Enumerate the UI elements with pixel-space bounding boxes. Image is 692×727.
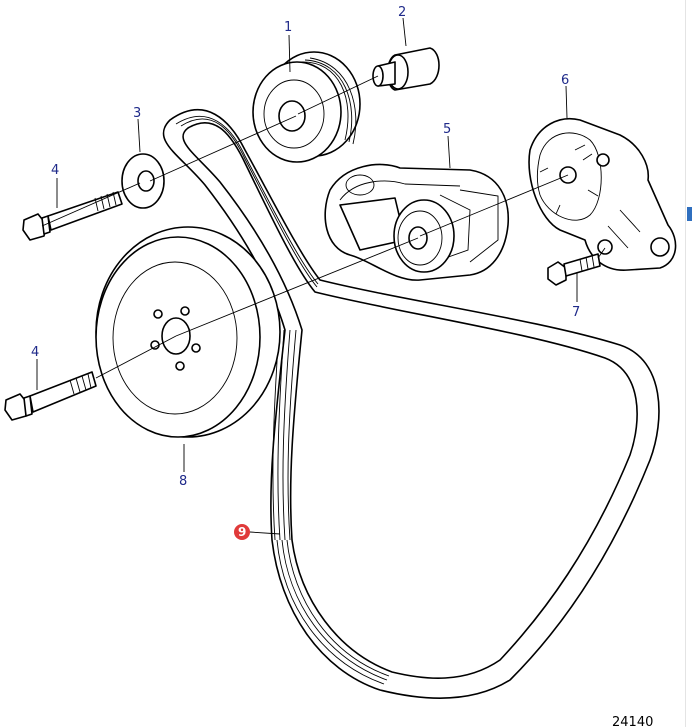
callout-8[interactable]: 8 — [179, 474, 187, 489]
callout-5[interactable]: 5 — [443, 122, 451, 137]
callout-9[interactable]: 9 — [238, 525, 246, 539]
callout-7[interactable]: 7 — [572, 305, 580, 320]
bolt-upper[interactable] — [22, 191, 123, 241]
belt-tensioner[interactable] — [324, 163, 510, 281]
idler-pulley[interactable] — [252, 51, 361, 163]
bracket-bolt[interactable] — [547, 253, 601, 286]
scroll-indicator — [687, 207, 692, 221]
crankshaft-pulley[interactable] — [95, 226, 281, 438]
spacer-sleeve[interactable] — [372, 47, 440, 91]
callout-6[interactable]: 6 — [561, 73, 569, 88]
bolt-lower[interactable] — [4, 371, 97, 421]
drive-belt[interactable] — [162, 108, 660, 699]
window-edge — [685, 0, 686, 727]
callout-1[interactable]: 1 — [284, 20, 292, 35]
drawing-number: 24140 — [612, 715, 653, 727]
tensioner-bracket[interactable] — [528, 118, 677, 271]
washer[interactable] — [121, 153, 165, 209]
leader-lines — [36, 17, 606, 535]
callout-3[interactable]: 3 — [133, 106, 141, 121]
callout-9-highlight[interactable] — [234, 524, 250, 540]
callout-4-lower[interactable]: 4 — [31, 345, 39, 360]
callout-2[interactable]: 2 — [398, 5, 406, 20]
callout-4-upper[interactable]: 4 — [51, 163, 59, 178]
